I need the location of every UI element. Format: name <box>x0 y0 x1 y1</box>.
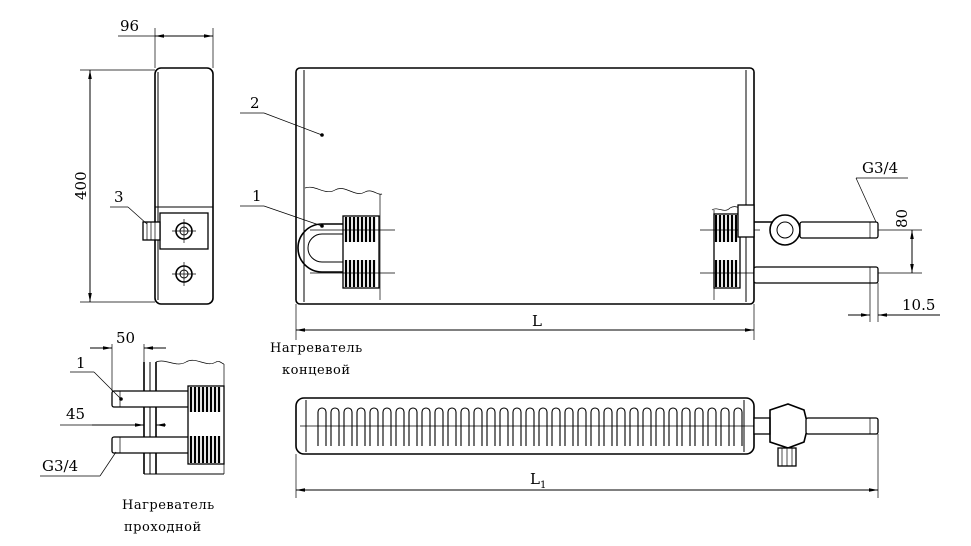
fin-loop <box>382 407 392 446</box>
end-heater-caption-line1: Нагреватель <box>270 341 363 356</box>
callout-1-top-label: 1 <box>252 187 262 205</box>
fin-loop <box>512 407 522 446</box>
dim-L-label: L <box>532 312 542 330</box>
fin-loop <box>564 407 574 446</box>
fin-loop <box>343 407 353 446</box>
dim-L1-subscript: 1 <box>540 480 546 491</box>
fin-loop <box>538 407 548 446</box>
fin-loop <box>408 407 418 446</box>
fin-loop <box>694 407 704 446</box>
thread-top-label: G3/4 <box>862 159 898 177</box>
fin-loop <box>603 407 613 446</box>
fin-loop <box>616 407 626 446</box>
fin-loop <box>733 407 743 446</box>
fin-loop <box>395 407 405 446</box>
fin-loop <box>642 407 652 446</box>
fin-loop <box>551 407 561 446</box>
pass-heater-caption-line2: проходной <box>124 520 202 535</box>
fin-loop <box>577 407 587 446</box>
callout-2-label: 2 <box>250 94 260 112</box>
dim-80-label: 80 <box>893 209 911 228</box>
fin-loop <box>499 407 509 446</box>
fin-loop <box>655 407 665 446</box>
front-view <box>240 67 940 340</box>
dim-45-label: 45 <box>66 405 85 423</box>
fin-loop <box>525 407 535 446</box>
fin-loop <box>473 407 483 446</box>
fin-loop <box>369 407 379 446</box>
dim-L1-label: L1 <box>530 470 546 491</box>
dim-96-label: 96 <box>120 17 139 35</box>
dim-50-label: 50 <box>116 329 135 347</box>
callout-3-label: 3 <box>114 188 124 206</box>
callout-1-side-label: 1 <box>76 354 86 372</box>
pass-heater-caption-line1: Нагреватель <box>122 498 215 513</box>
dim-10-5-label: 10.5 <box>902 296 935 314</box>
fin-loop <box>720 407 730 446</box>
pass-heater-side-view <box>40 344 225 477</box>
fin-loop <box>629 407 639 446</box>
dim-400-label: 400 <box>72 171 90 200</box>
end-heater-caption-line2: концевой <box>282 363 350 378</box>
fin-loop <box>356 407 366 446</box>
fin-loop <box>460 407 470 446</box>
fin-loop <box>590 407 600 446</box>
fin-loop <box>421 407 431 446</box>
top-view <box>295 397 879 498</box>
side-view <box>80 28 214 305</box>
fin-loop <box>317 407 327 446</box>
fin-loop <box>668 407 678 446</box>
fin-loop <box>681 407 691 446</box>
thread-bottom-label: G3/4 <box>42 457 78 475</box>
fin-loop <box>486 407 496 446</box>
dim-L1-base: L <box>530 470 540 488</box>
fin-loop <box>707 407 717 446</box>
fin-loop <box>434 407 444 446</box>
fin-loop <box>330 407 340 446</box>
fin-loop <box>447 407 457 446</box>
